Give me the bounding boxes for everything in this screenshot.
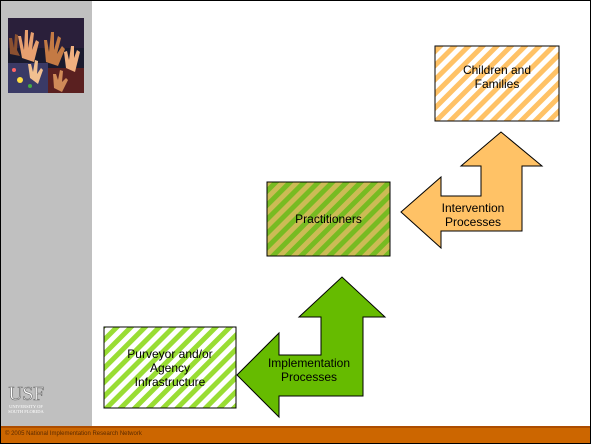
children-families-box xyxy=(434,45,560,122)
logo-subtitle-2: SOUTH FLORIDA xyxy=(8,409,44,414)
intervention-label: Intervention Processes xyxy=(441,201,505,229)
children-hands-photo-icon xyxy=(8,18,84,93)
practitioners-label: Practitioners xyxy=(295,212,362,226)
implementation-diagram xyxy=(103,45,560,419)
children-families-label: Children and Families xyxy=(462,63,532,91)
purveyor-label: Purveyor and/or Agency Infrastructure xyxy=(127,346,213,389)
purveyor-box xyxy=(103,326,237,409)
logo-subtitle-1: UNIVERSITY OF xyxy=(9,404,43,409)
usf-logo-icon: USF UNIVERSITY OF SOUTH FLORIDA xyxy=(8,384,44,421)
implementation-arrow xyxy=(236,276,387,419)
footer-bar: © 2005 National Implementation Research … xyxy=(1,426,590,443)
footer-text: © 2005 National Implementation Research … xyxy=(5,431,142,437)
practitioners-box xyxy=(266,181,391,257)
implementation-label: Implementation Processes xyxy=(267,356,351,384)
intervention-arrow xyxy=(400,131,544,250)
sidebar: USF UNIVERSITY OF SOUTH FLORIDA xyxy=(1,1,92,426)
logo-name: USF xyxy=(8,383,44,405)
